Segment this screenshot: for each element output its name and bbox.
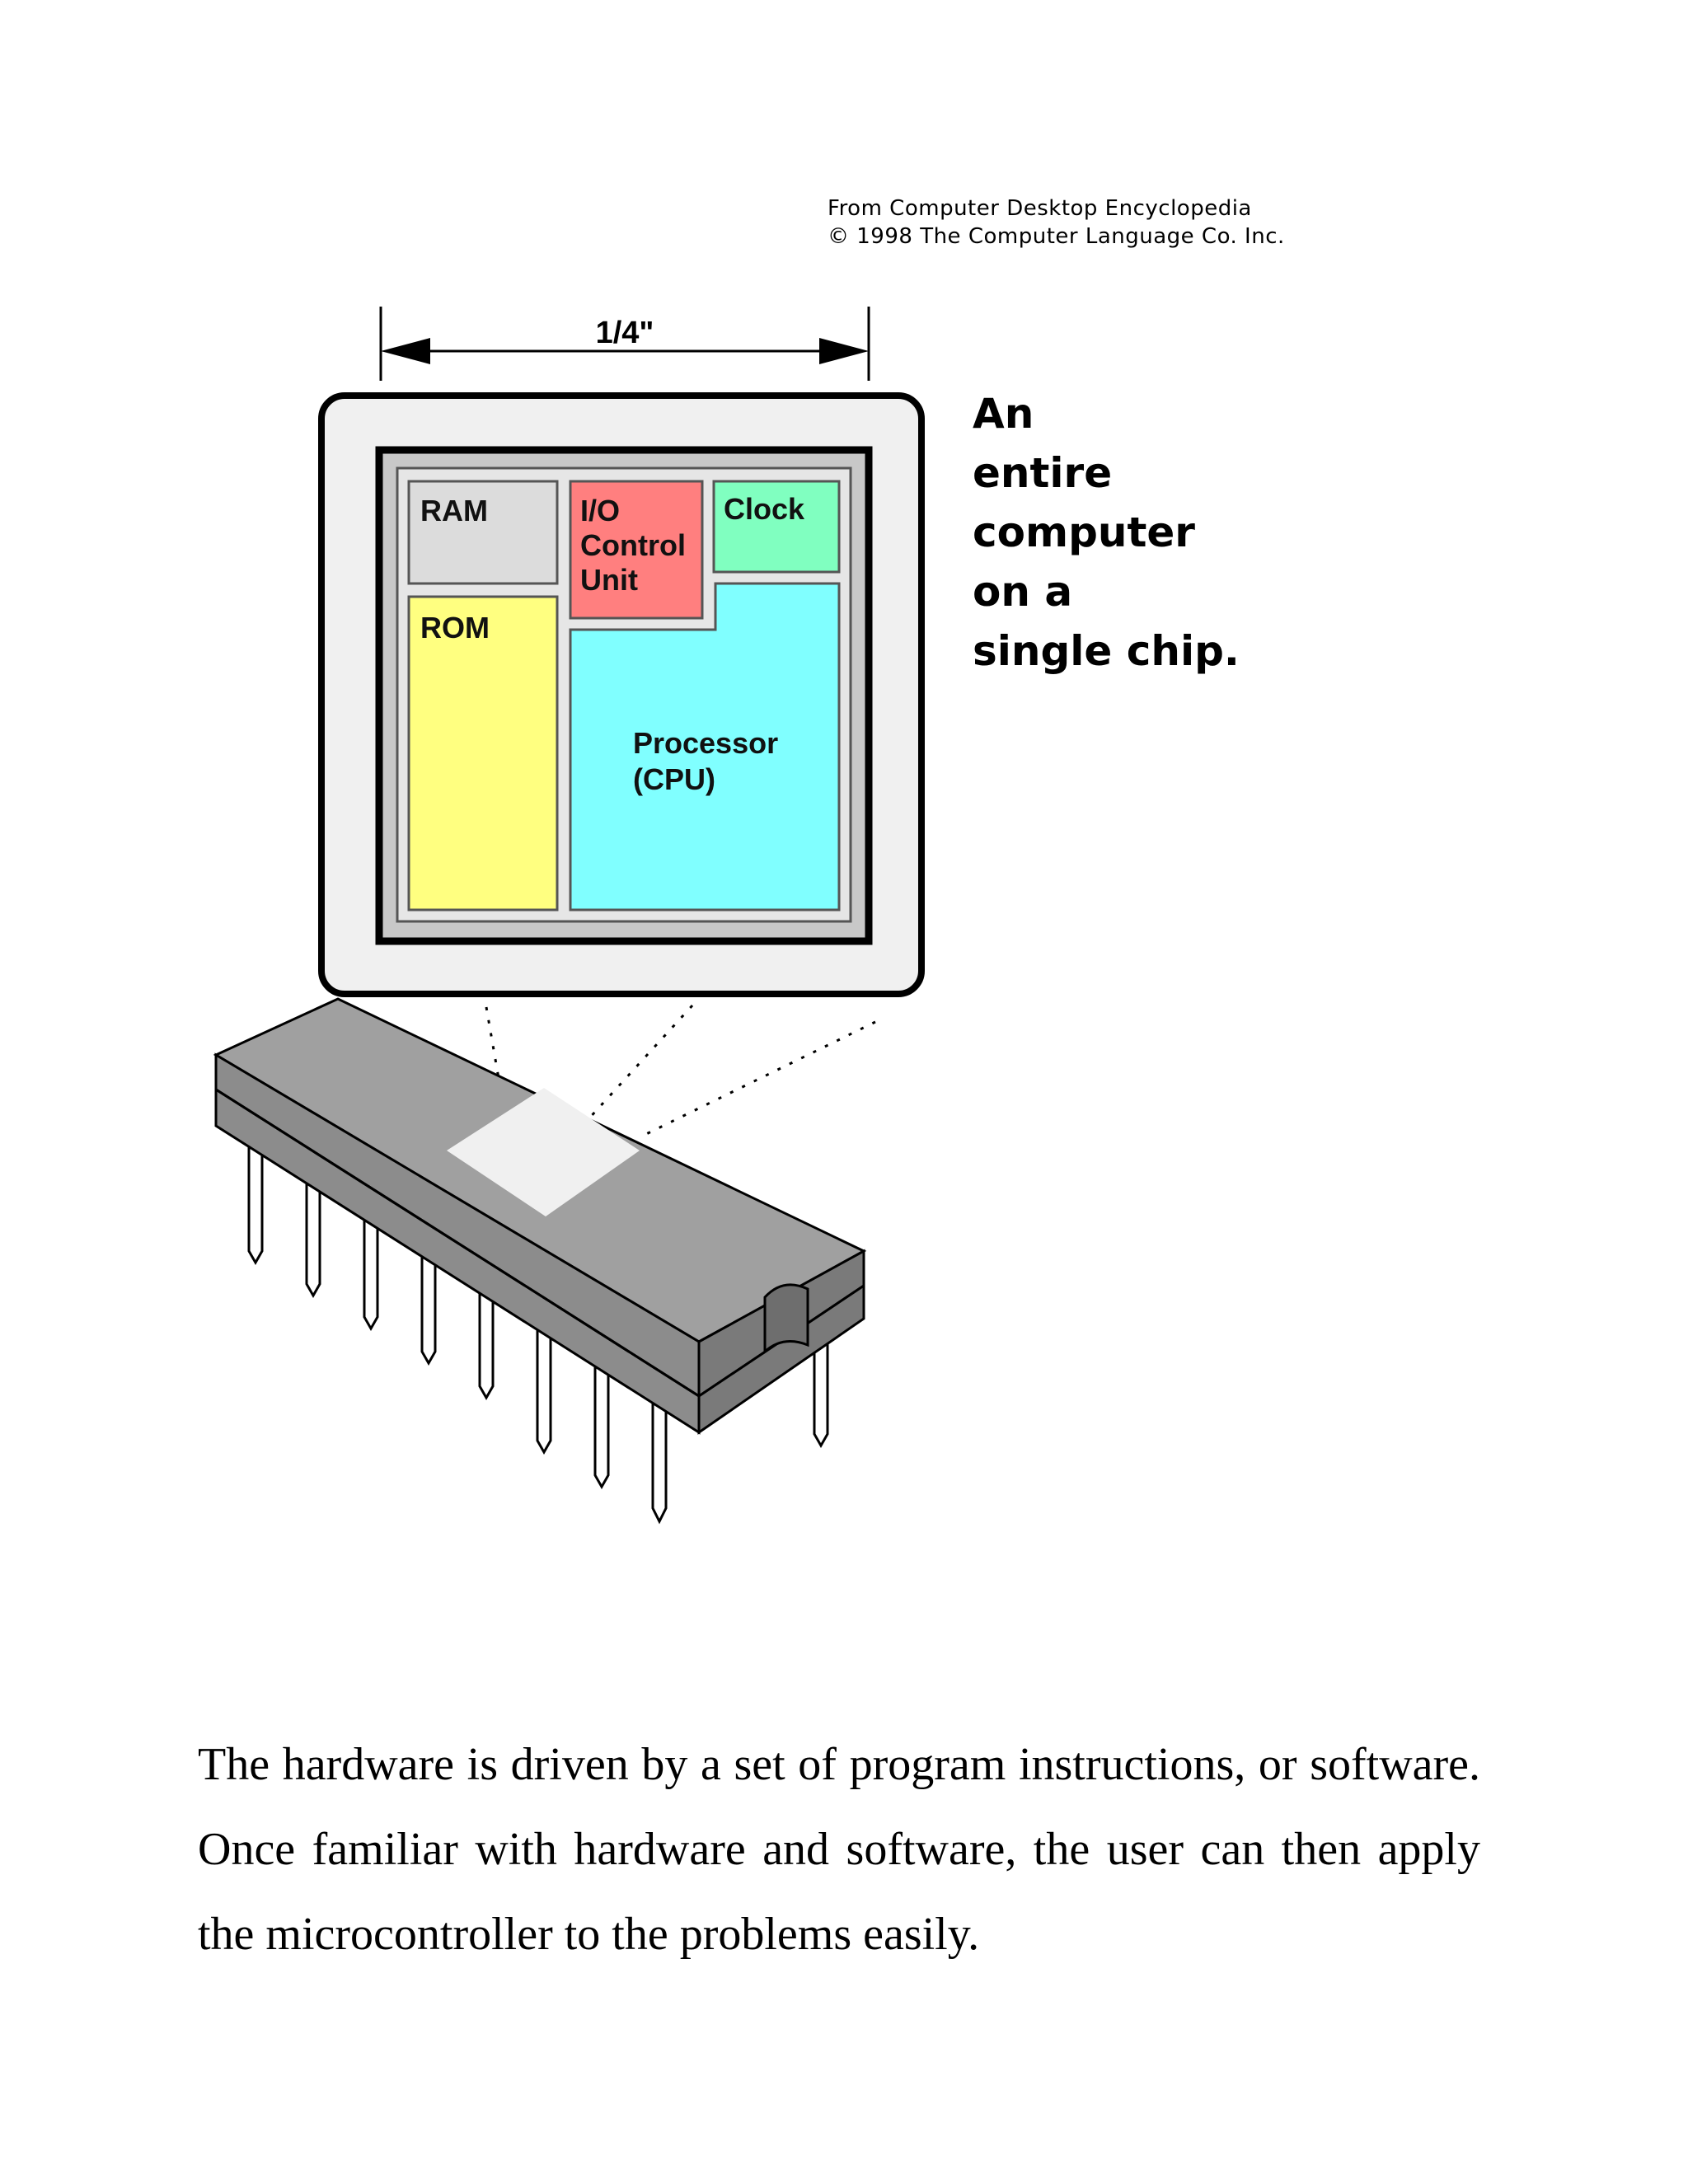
microcontroller-diagram: 1/4" — [213, 307, 925, 1525]
credit-copyright-line: © 1998 The Computer Language Co. Inc. — [828, 224, 1285, 249]
left-arrow-icon — [381, 338, 430, 364]
ram-label: RAM — [420, 494, 488, 527]
rom-label: ROM — [420, 611, 490, 644]
rom-block — [407, 595, 559, 912]
cpu-label-line1: Processor — [633, 726, 778, 760]
clock-label: Clock — [724, 492, 805, 526]
die-window — [447, 1088, 640, 1216]
cpu-label-line2: (CPU) — [633, 762, 715, 796]
cpu-block — [569, 582, 841, 912]
io-label-line3: Unit — [580, 563, 638, 597]
ram-block — [407, 480, 559, 585]
clock-block — [712, 480, 841, 574]
body-paragraph: The hardware is driven by a set of progr… — [198, 1739, 1480, 1960]
tagline-line-1: An — [973, 390, 1034, 438]
dimension-marker: 1/4" — [379, 307, 870, 381]
tagline-line-4: on a — [973, 568, 1073, 616]
zoomed-die: RAM I/O Control Unit Clock ROM Processor… — [318, 392, 925, 997]
chip-notch-icon — [763, 1283, 809, 1355]
io-control-block — [569, 480, 704, 620]
io-label-line2: Control — [580, 528, 686, 562]
ic-chip-package — [213, 997, 867, 1525]
dimension-label: 1/4" — [596, 316, 654, 350]
credit-source-line: From Computer Desktop Encyclopedia — [828, 196, 1252, 221]
io-label-line1: I/O — [580, 494, 620, 527]
tagline-line-5: single chip. — [973, 627, 1240, 675]
tagline-line-2: entire — [973, 449, 1113, 497]
right-arrow-icon — [819, 338, 869, 364]
tagline-line-3: computer — [973, 509, 1195, 556]
